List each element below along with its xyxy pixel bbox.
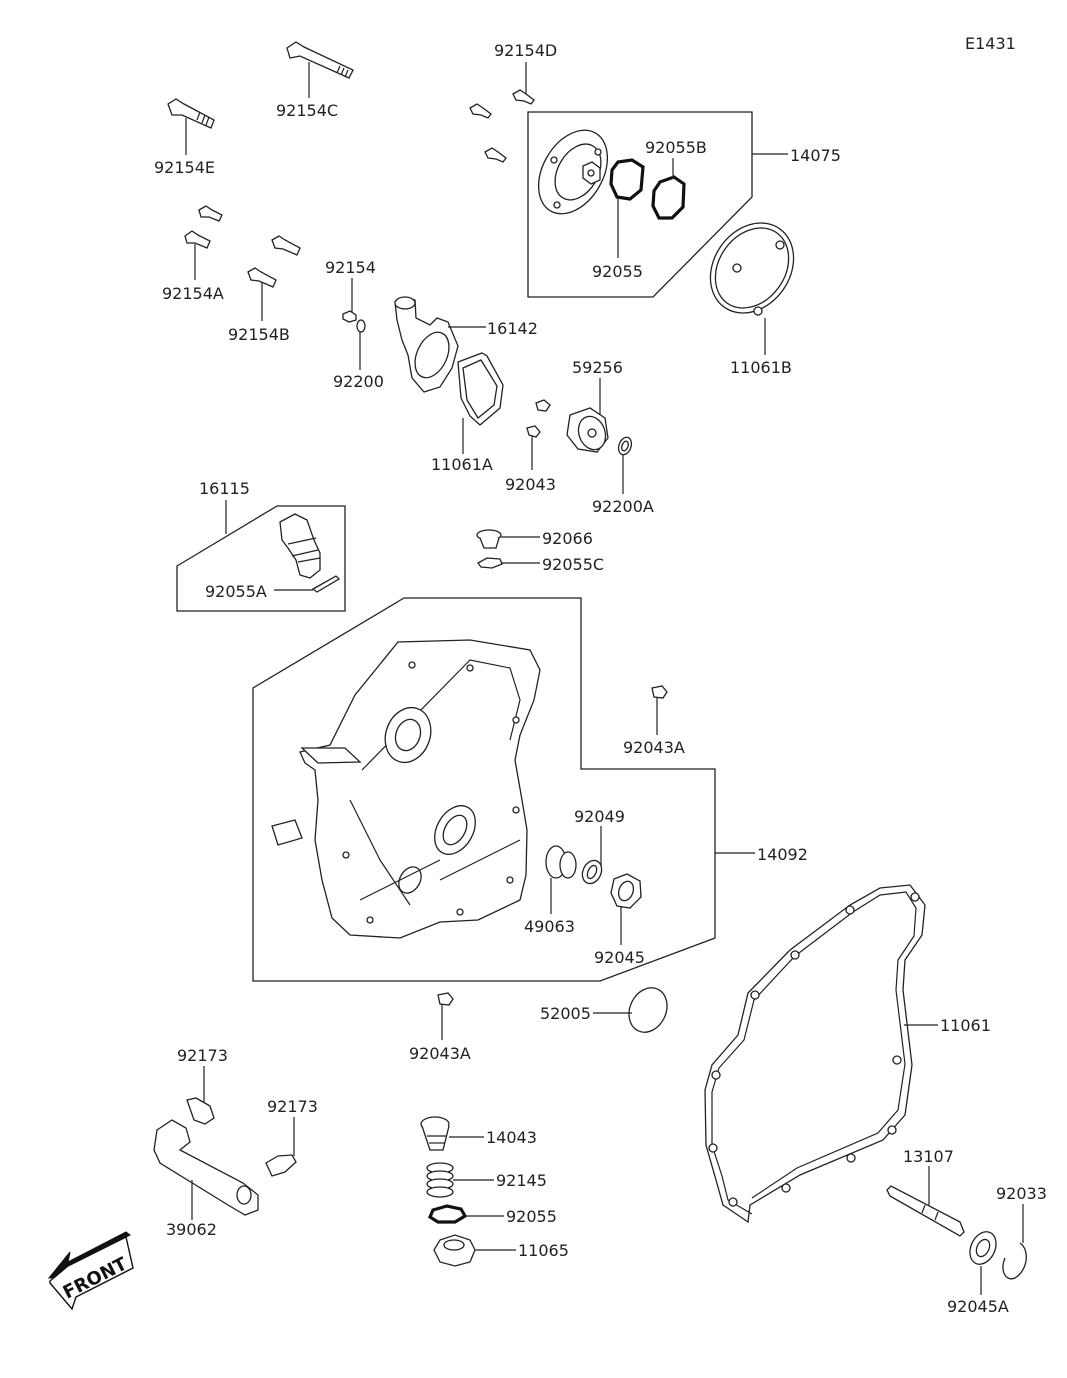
front-arrow-icon: FRONT: [47, 1231, 134, 1311]
crankcase-cover-14092[interactable]: [271, 639, 541, 939]
assembly-box-14092: [252, 597, 716, 982]
dowel-92043A-bottom[interactable]: [437, 992, 454, 1006]
bearing-92045[interactable]: [610, 873, 642, 909]
shaft-49063[interactable]: [545, 845, 577, 879]
o-ring-92055B[interactable]: [651, 175, 686, 220]
label-92154C[interactable]: 92154C: [276, 101, 338, 120]
label-59256[interactable]: 59256: [572, 358, 623, 377]
shaft-13107[interactable]: [886, 1185, 965, 1237]
label-52005[interactable]: 52005: [540, 1004, 591, 1023]
oil-filler-cap-16115[interactable]: [279, 513, 321, 579]
label-16142[interactable]: 16142: [487, 319, 538, 338]
dowel-92043-a[interactable]: [535, 399, 551, 412]
bolt-92154[interactable]: [342, 310, 357, 323]
assembly-box-14075: [527, 111, 753, 298]
label-92173-right[interactable]: 92173: [267, 1097, 318, 1116]
label-92055-top[interactable]: 92055: [592, 262, 643, 281]
label-13107[interactable]: 13107: [903, 1147, 954, 1166]
plug-92066[interactable]: [476, 529, 502, 549]
hose-clamp-92173-right[interactable]: [265, 1154, 297, 1177]
label-92055C[interactable]: 92055C: [542, 555, 604, 574]
label-39062[interactable]: 39062: [166, 1220, 217, 1239]
washer-92200A[interactable]: [616, 435, 633, 456]
label-92154B[interactable]: 92154B: [228, 325, 290, 344]
o-ring-92055[interactable]: [609, 158, 645, 201]
oil-seal-92049[interactable]: [579, 857, 605, 886]
label-92043A-bottom[interactable]: 92043A: [409, 1044, 471, 1063]
label-92049[interactable]: 92049: [574, 807, 625, 826]
bolt-92154D-c[interactable]: [484, 147, 507, 163]
label-49063[interactable]: 49063: [524, 917, 575, 936]
label-92200[interactable]: 92200: [333, 372, 384, 391]
gasket-11061A[interactable]: [457, 352, 504, 426]
drain-plug-11065[interactable]: [433, 1234, 476, 1267]
bolt-92154E[interactable]: [167, 98, 215, 129]
dowel-92043A-top[interactable]: [651, 685, 668, 699]
breather-hose-39062[interactable]: [153, 1119, 259, 1216]
label-92055-bottom[interactable]: 92055: [506, 1207, 557, 1226]
pump-cover-14075[interactable]: [525, 118, 622, 226]
gasket-92055C[interactable]: [477, 557, 503, 569]
label-92045A[interactable]: 92045A: [947, 1297, 1009, 1316]
o-ring-52005[interactable]: [622, 982, 674, 1039]
bolt-92154D-a[interactable]: [512, 89, 535, 105]
pump-housing-16142[interactable]: [394, 296, 459, 393]
gasket-11061B[interactable]: [693, 207, 810, 329]
label-92055A[interactable]: 92055A: [205, 582, 267, 601]
label-11061[interactable]: 11061: [940, 1016, 991, 1035]
impeller-59256[interactable]: [566, 407, 610, 453]
bolt-92154B-b[interactable]: [247, 267, 277, 288]
label-92154A[interactable]: 92154A: [162, 284, 224, 303]
label-14092[interactable]: 14092: [757, 845, 808, 864]
label-92154[interactable]: 92154: [325, 258, 376, 277]
label-92055B[interactable]: 92055B: [645, 138, 707, 157]
label-16115[interactable]: 16115: [199, 479, 250, 498]
label-11065[interactable]: 11065: [518, 1241, 569, 1260]
label-92066[interactable]: 92066: [542, 529, 593, 548]
label-14075[interactable]: 14075: [790, 146, 841, 165]
label-92173-left[interactable]: 92173: [177, 1046, 228, 1065]
label-92043A-top[interactable]: 92043A: [623, 738, 685, 757]
bolt-92154B-a[interactable]: [271, 235, 301, 256]
assembly-box-16115: [176, 505, 346, 612]
hose-clamp-92173-left[interactable]: [186, 1097, 215, 1125]
label-92043[interactable]: 92043: [505, 475, 556, 494]
dowel-92043-b[interactable]: [526, 425, 541, 438]
o-ring-92055A[interactable]: [311, 575, 341, 593]
label-92200A[interactable]: 92200A: [592, 497, 654, 516]
label-92033[interactable]: 92033: [996, 1184, 1047, 1203]
bearing-92045A[interactable]: [965, 1228, 1001, 1269]
o-ring-92055-bottom[interactable]: [427, 1204, 468, 1224]
bolt-92154A-a[interactable]: [198, 205, 223, 222]
label-92154E[interactable]: 92154E: [154, 158, 215, 177]
diagram-id: E1431: [965, 34, 1016, 53]
label-14043[interactable]: 14043: [486, 1128, 537, 1147]
label-11061B[interactable]: 11061B: [730, 358, 792, 377]
label-92154D[interactable]: 92154D: [494, 41, 557, 60]
bolt-92154D-b[interactable]: [469, 103, 492, 119]
washer-92200[interactable]: [356, 319, 366, 333]
bolt-92154A-b[interactable]: [184, 230, 211, 249]
circlip-92033[interactable]: [1002, 1242, 1027, 1280]
label-92045[interactable]: 92045: [594, 948, 645, 967]
label-92145[interactable]: 92145: [496, 1171, 547, 1190]
gasket-11061[interactable]: [704, 884, 926, 1224]
oil-strainer-14043[interactable]: [420, 1116, 450, 1151]
spring-92145[interactable]: [426, 1162, 454, 1198]
bolt-92154C[interactable]: [286, 41, 354, 79]
label-11061A[interactable]: 11061A: [431, 455, 493, 474]
